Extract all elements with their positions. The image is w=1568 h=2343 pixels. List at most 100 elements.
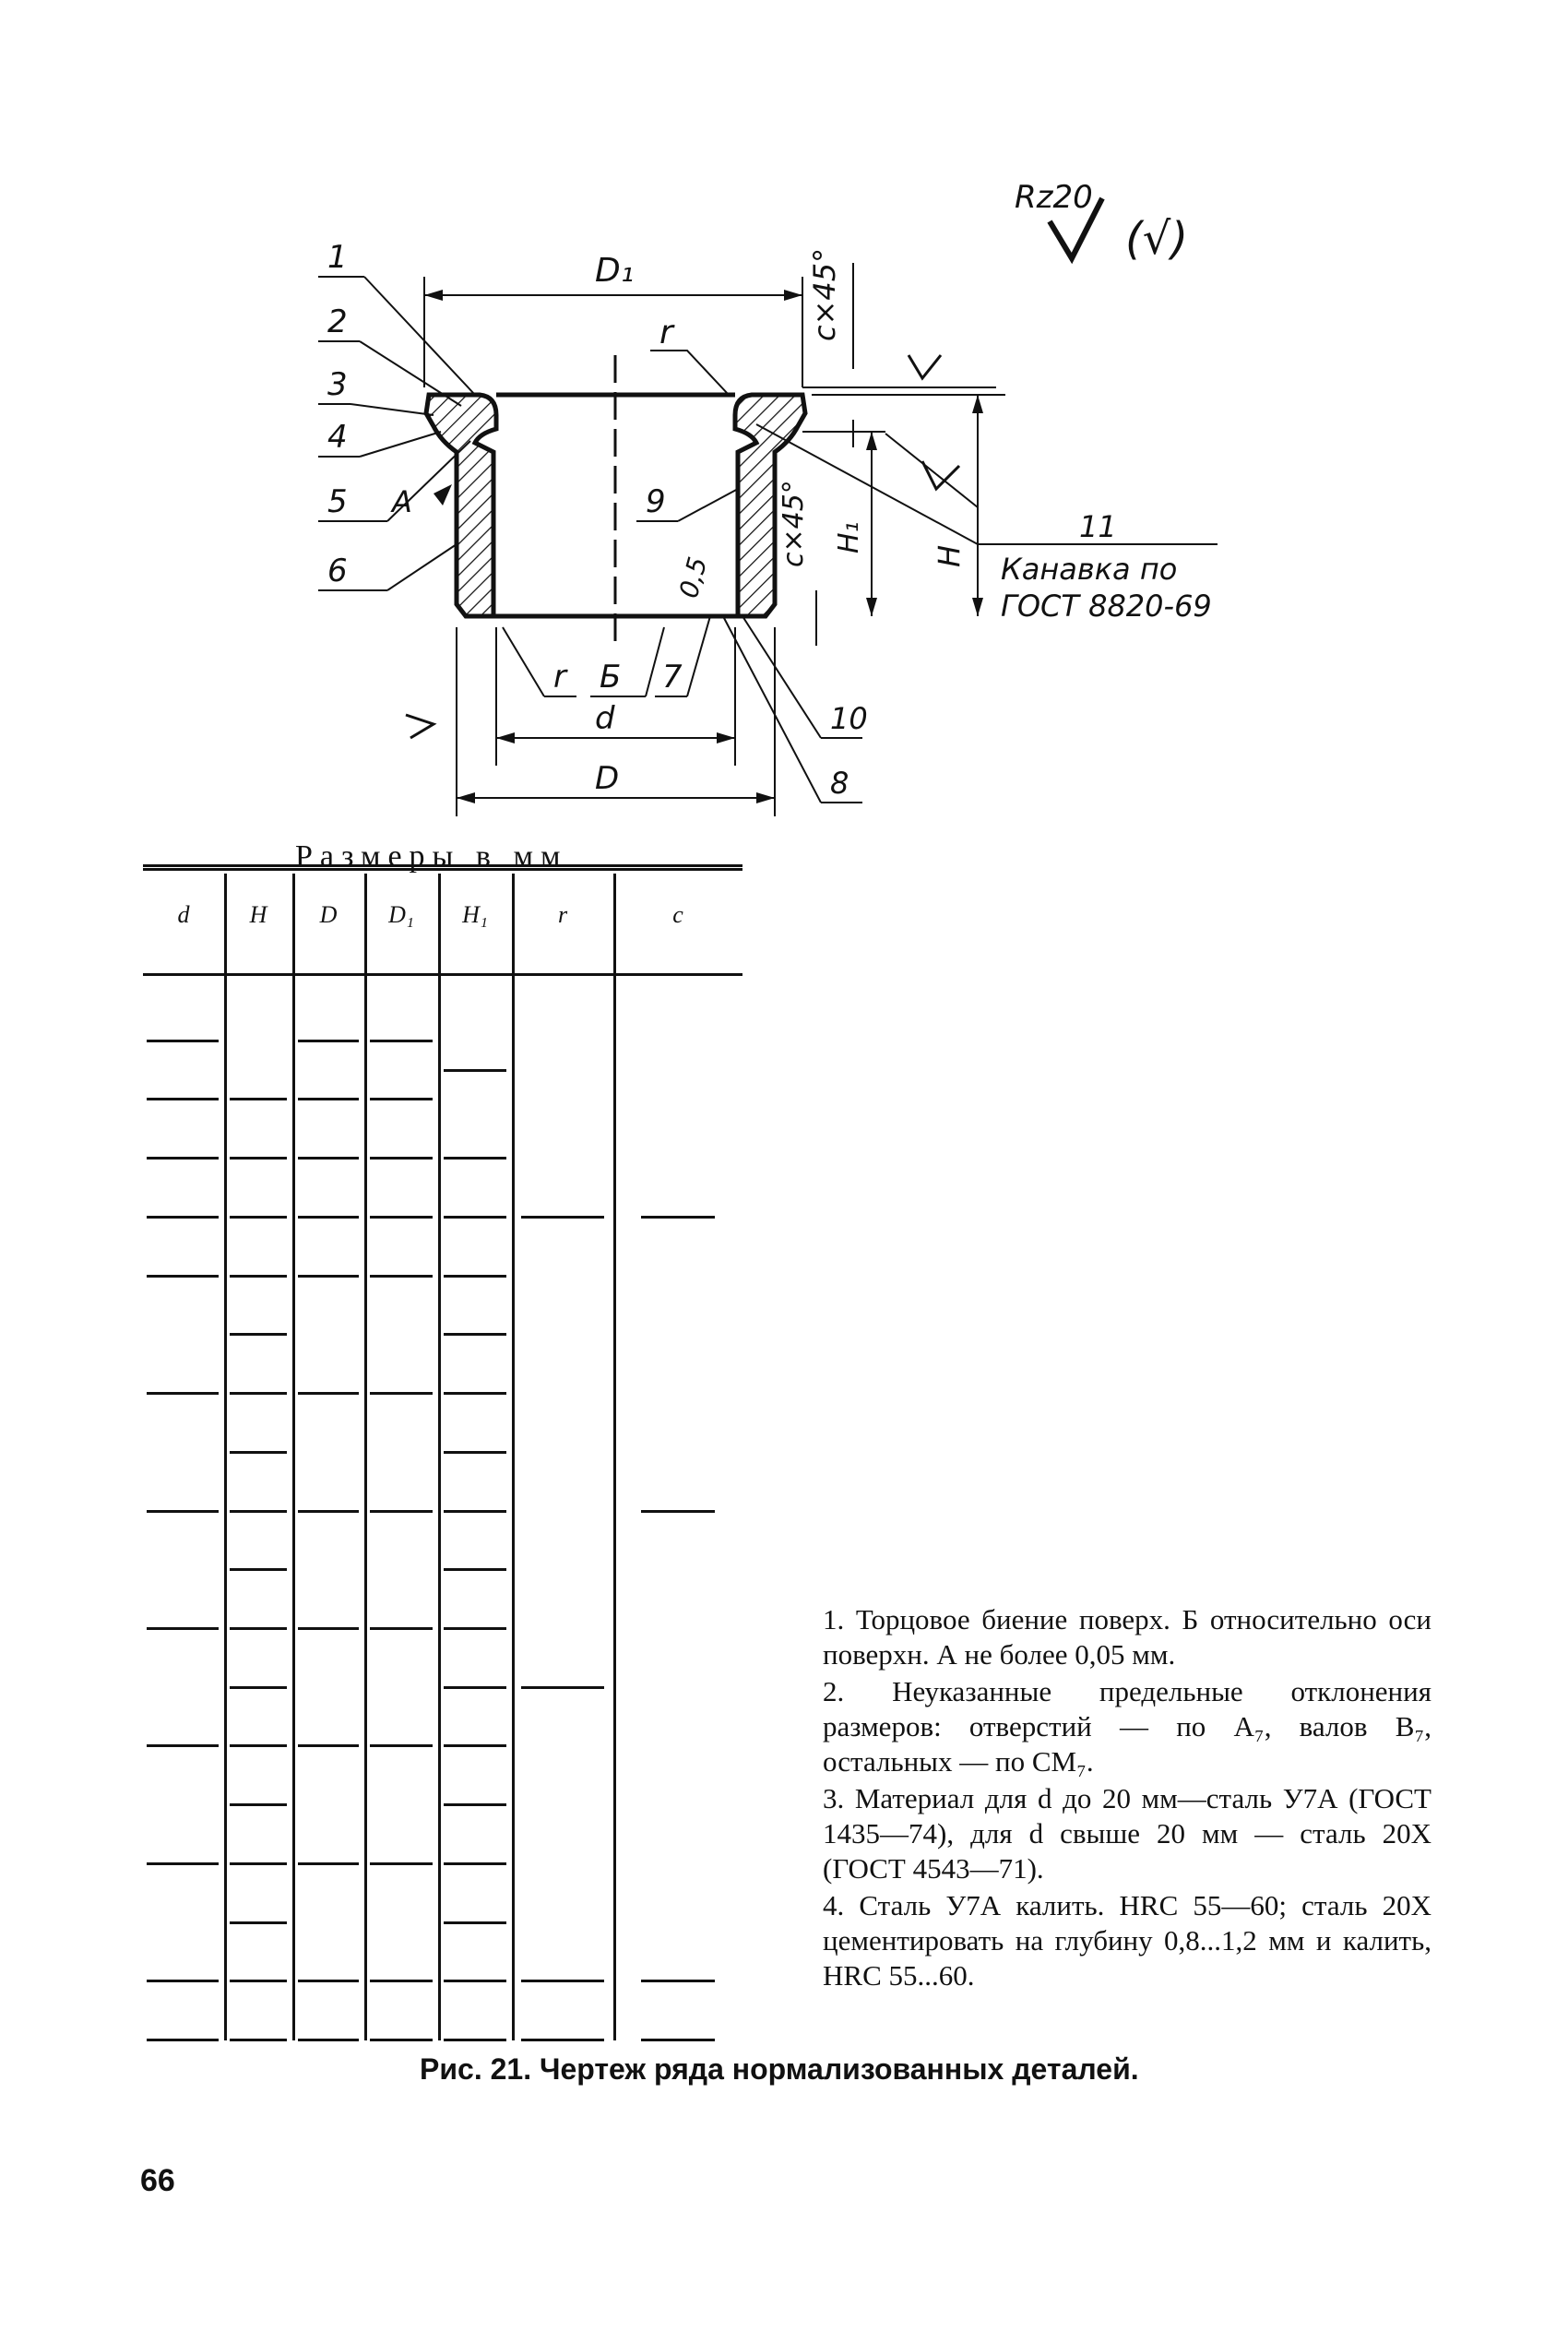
- callout-9: 9: [646, 483, 666, 520]
- cell-H1-9: [438, 1570, 512, 1629]
- cell-d-8: [143, 1629, 224, 1746]
- cell-d-5: [143, 1277, 224, 1394]
- callout-7: 7: [662, 659, 683, 696]
- cell-H-13: [224, 1805, 292, 1864]
- table-header-2: D: [319, 901, 338, 928]
- note-1: 1. Торцовое биение поверх. Б относительн…: [823, 1603, 1431, 1671]
- roughness-symbol: Rz20 (√): [1015, 179, 1188, 265]
- table-rule: [292, 874, 295, 2040]
- table-rule: [230, 1509, 287, 1513]
- r-top-label: r: [659, 314, 675, 351]
- technical-drawing: Rz20 (√) D₁ c×45° r H: [318, 179, 1218, 816]
- table-rule: [370, 1274, 433, 1278]
- chamfer-side-label: c×45°: [778, 480, 810, 567]
- cell-D1-7: [364, 1512, 438, 1629]
- table-rule: [230, 1450, 287, 1454]
- table-rule: [370, 1157, 433, 1160]
- cell-D1-2: [364, 1100, 438, 1159]
- table-rule: [444, 1685, 506, 1689]
- table-rule: [370, 1215, 433, 1219]
- cell-D-11: [292, 1981, 364, 2040]
- cell-c-0: [613, 982, 742, 1218]
- D1-label: D₁: [595, 252, 634, 290]
- cell-H-7: [224, 1453, 292, 1512]
- table-rule: [230, 1861, 287, 1865]
- table-rule: [298, 1157, 359, 1160]
- cell-d-2: [143, 1100, 224, 1159]
- cell-D1-5: [364, 1277, 438, 1394]
- cell-H1-13: [438, 1805, 512, 1864]
- table-rule: [298, 1861, 359, 1865]
- dimension-H: H: [812, 394, 1005, 616]
- dimension-D: D: [456, 627, 776, 816]
- table-rule: [298, 1039, 359, 1042]
- table-rule: [230, 1392, 287, 1396]
- cell-H1-2: [438, 1159, 512, 1218]
- table-rule: [143, 864, 742, 867]
- table-rule: [230, 1744, 287, 1748]
- cell-d-7: [143, 1512, 224, 1629]
- table-rule: [613, 874, 616, 2040]
- table-rule: [230, 1333, 287, 1337]
- cell-H-15: [224, 1923, 292, 1982]
- cell-D1-4: [364, 1218, 438, 1277]
- table-rule: [298, 1392, 359, 1396]
- table-rule: [444, 1921, 506, 1924]
- table-caption: Размеры в мм: [295, 839, 568, 874]
- table-rule: [370, 1098, 433, 1101]
- table-rule: [230, 2039, 287, 2041]
- cell-c-2: [613, 1512, 742, 1982]
- table-rule: [230, 1980, 287, 1983]
- table-header-4: H₁: [462, 901, 488, 928]
- cell-d-6: [143, 1394, 224, 1511]
- left-callouts: 1 2 3 4 5 A 6: [318, 239, 476, 591]
- table-rule: [370, 2039, 433, 2041]
- table-header-1: H: [249, 901, 267, 928]
- cell-D-8: [292, 1629, 364, 1746]
- table-rule: [147, 1098, 219, 1101]
- cell-D-10: [292, 1864, 364, 1981]
- callout-10: 10: [830, 701, 868, 736]
- cell-D-5: [292, 1277, 364, 1394]
- table-rule: [147, 1861, 219, 1865]
- table-rule: [230, 1274, 287, 1278]
- table-rule: [370, 1509, 433, 1513]
- table-rule: [521, 1685, 604, 1689]
- table-header-0: d: [177, 901, 190, 928]
- table-rule: [230, 1626, 287, 1630]
- cell-d-11: [143, 1981, 224, 2040]
- cell-H-5: [224, 1335, 292, 1394]
- table-rule: [641, 1980, 715, 1983]
- table-rule: [370, 1039, 433, 1042]
- cell-H1-1: [438, 1071, 512, 1160]
- note-2: 2. Неуказанные предельные отклонения раз…: [823, 1675, 1431, 1778]
- table-rule: [370, 1861, 433, 1865]
- cell-H1-8: [438, 1512, 512, 1571]
- table-rule: [370, 1980, 433, 1983]
- table-rule: [147, 1392, 219, 1396]
- table-rule: [444, 1274, 506, 1278]
- table-rule: [298, 2039, 359, 2041]
- table-rule: [641, 2039, 715, 2041]
- table-rule: [230, 1803, 287, 1807]
- table-rule: [298, 1274, 359, 1278]
- cell-c-3: [613, 1981, 742, 2040]
- svg-text:2: 2: [327, 303, 348, 340]
- dimension-H1: H₁: [802, 431, 885, 616]
- H1-label: H₁: [833, 521, 865, 553]
- cell-d-0: [143, 982, 224, 1041]
- note-3: 3. Материал для d до 20 мм—сталь У7А (ГО…: [823, 1782, 1431, 1885]
- table-rule: [444, 1626, 506, 1630]
- table-rule: [224, 874, 227, 2040]
- table-rule: [521, 1215, 604, 1219]
- table-rule: [444, 2039, 506, 2041]
- table-rule: [147, 1215, 219, 1219]
- groove-note-line1: Канавка по: [1001, 552, 1177, 587]
- table-rule: [298, 1744, 359, 1748]
- table-rule: [521, 2039, 604, 2041]
- cell-H-3: [224, 1218, 292, 1277]
- svg-text:6: 6: [327, 553, 348, 589]
- table-rule: [147, 1744, 219, 1748]
- cell-D1-6: [364, 1394, 438, 1511]
